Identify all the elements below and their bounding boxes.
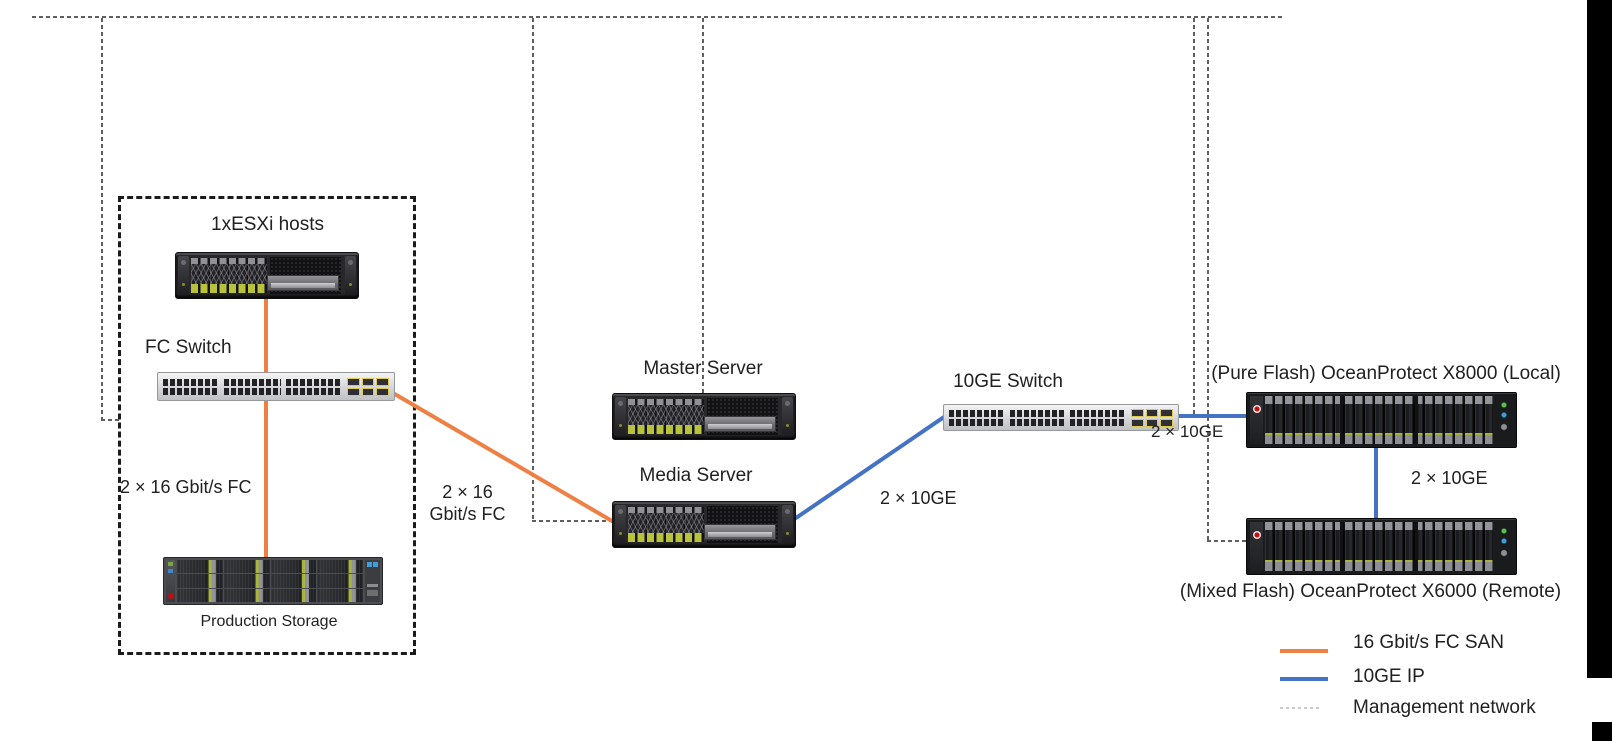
10ge-switch-label: 10GE Switch <box>953 371 1063 392</box>
server-psu-module <box>704 416 776 432</box>
array-left-panel <box>1250 522 1263 571</box>
server-drive-bay <box>191 258 267 293</box>
management-drop-production-elbow <box>101 419 119 421</box>
server-drive-bay <box>628 399 704 434</box>
sfp-ports <box>1131 408 1174 427</box>
server-ear-left-icon <box>615 505 626 544</box>
array-ssd-slots <box>1265 396 1493 444</box>
storage-right-panel <box>365 560 380 602</box>
oceanprotect-x6000-icon <box>1246 518 1517 575</box>
production-storage-label: Production Storage <box>200 613 338 630</box>
legend-mgmt-label: Management network <box>1353 697 1536 718</box>
fc-link-esxi-to-fcswitch <box>264 296 268 374</box>
production-storage-icon <box>163 557 383 605</box>
array-right-panel <box>1495 396 1513 444</box>
media-server-label: Media Server <box>639 465 753 486</box>
fc-switch-icon <box>157 372 395 401</box>
right-edge-black-bar <box>1587 0 1612 678</box>
10ge-switch-icon <box>943 404 1179 431</box>
array-right-panel <box>1495 522 1513 571</box>
legend-ip-label: 10GE IP <box>1353 666 1425 687</box>
server-ear-right-icon <box>782 397 793 436</box>
fc-link-fcswitch-to-storage <box>264 398 268 559</box>
server-psu-module <box>267 275 339 291</box>
server-drive-bay <box>628 507 704 542</box>
x8000-label: (Pure Flash) OceanProtect X8000 (Local) <box>1211 363 1561 384</box>
management-drop-master-server <box>702 18 704 412</box>
ge-x6000-edge-label: 2 × 10GE <box>1411 468 1488 488</box>
storage-drive-grid <box>177 560 363 603</box>
management-drop-media-server <box>532 18 534 522</box>
right-edge-black-bar-bottom <box>1592 722 1612 741</box>
media-server-icon <box>612 501 796 548</box>
server-ear-left-icon <box>615 397 626 436</box>
production-zone-box <box>118 196 416 655</box>
x6000-label: (Mixed Flash) OceanProtect X6000 (Remote… <box>1179 581 1562 602</box>
master-server-label: Master Server <box>643 358 763 379</box>
fc-mid-edge-label-line2: Gbit/s FC <box>429 504 506 524</box>
esxi-server-icon <box>175 252 359 299</box>
management-network-line-top <box>32 16 1283 18</box>
server-ear-right-icon <box>345 256 356 295</box>
management-drop-media-server-elbow <box>532 520 614 522</box>
management-drop-x6000 <box>1207 18 1209 542</box>
ge-media-edge-label: 2 × 10GE <box>880 488 957 508</box>
fc-left-edge-label: 2 × 16 Gbit/s FC <box>120 477 252 497</box>
storage-left-panel <box>166 560 175 602</box>
legend-fc-label: 16 Gbit/s FC SAN <box>1353 632 1504 653</box>
ip-link-x8000-to-x6000 <box>1374 440 1378 519</box>
server-ear-left-icon <box>178 256 189 295</box>
server-ear-right-icon <box>782 505 793 544</box>
management-drop-production <box>101 18 103 421</box>
array-ssd-slots <box>1265 522 1493 571</box>
management-drop-x8000 <box>1193 18 1195 417</box>
esxi-label: 1xESXi hosts <box>211 214 324 235</box>
array-left-panel <box>1250 396 1263 444</box>
master-server-icon <box>612 393 796 440</box>
legend-mgmt-line-sample <box>1280 707 1322 709</box>
ge-x8000-edge-label: 2 × 10GE <box>1151 422 1224 441</box>
oceanprotect-x8000-icon <box>1246 392 1517 448</box>
server-psu-module <box>704 524 776 540</box>
legend-ip-line-sample <box>1280 677 1328 681</box>
legend-fc-line-sample <box>1280 649 1328 653</box>
sfp-ports <box>346 377 389 396</box>
fc-switch-label: FC Switch <box>145 337 232 358</box>
fc-mid-edge-label-line1: 2 × 16 <box>442 482 493 502</box>
management-drop-x6000-elbow <box>1207 540 1249 542</box>
fc-mid-edge-label: 2 × 16 Gbit/s FC <box>405 481 530 525</box>
ip-link-geswitch-to-x8000 <box>1167 414 1247 418</box>
